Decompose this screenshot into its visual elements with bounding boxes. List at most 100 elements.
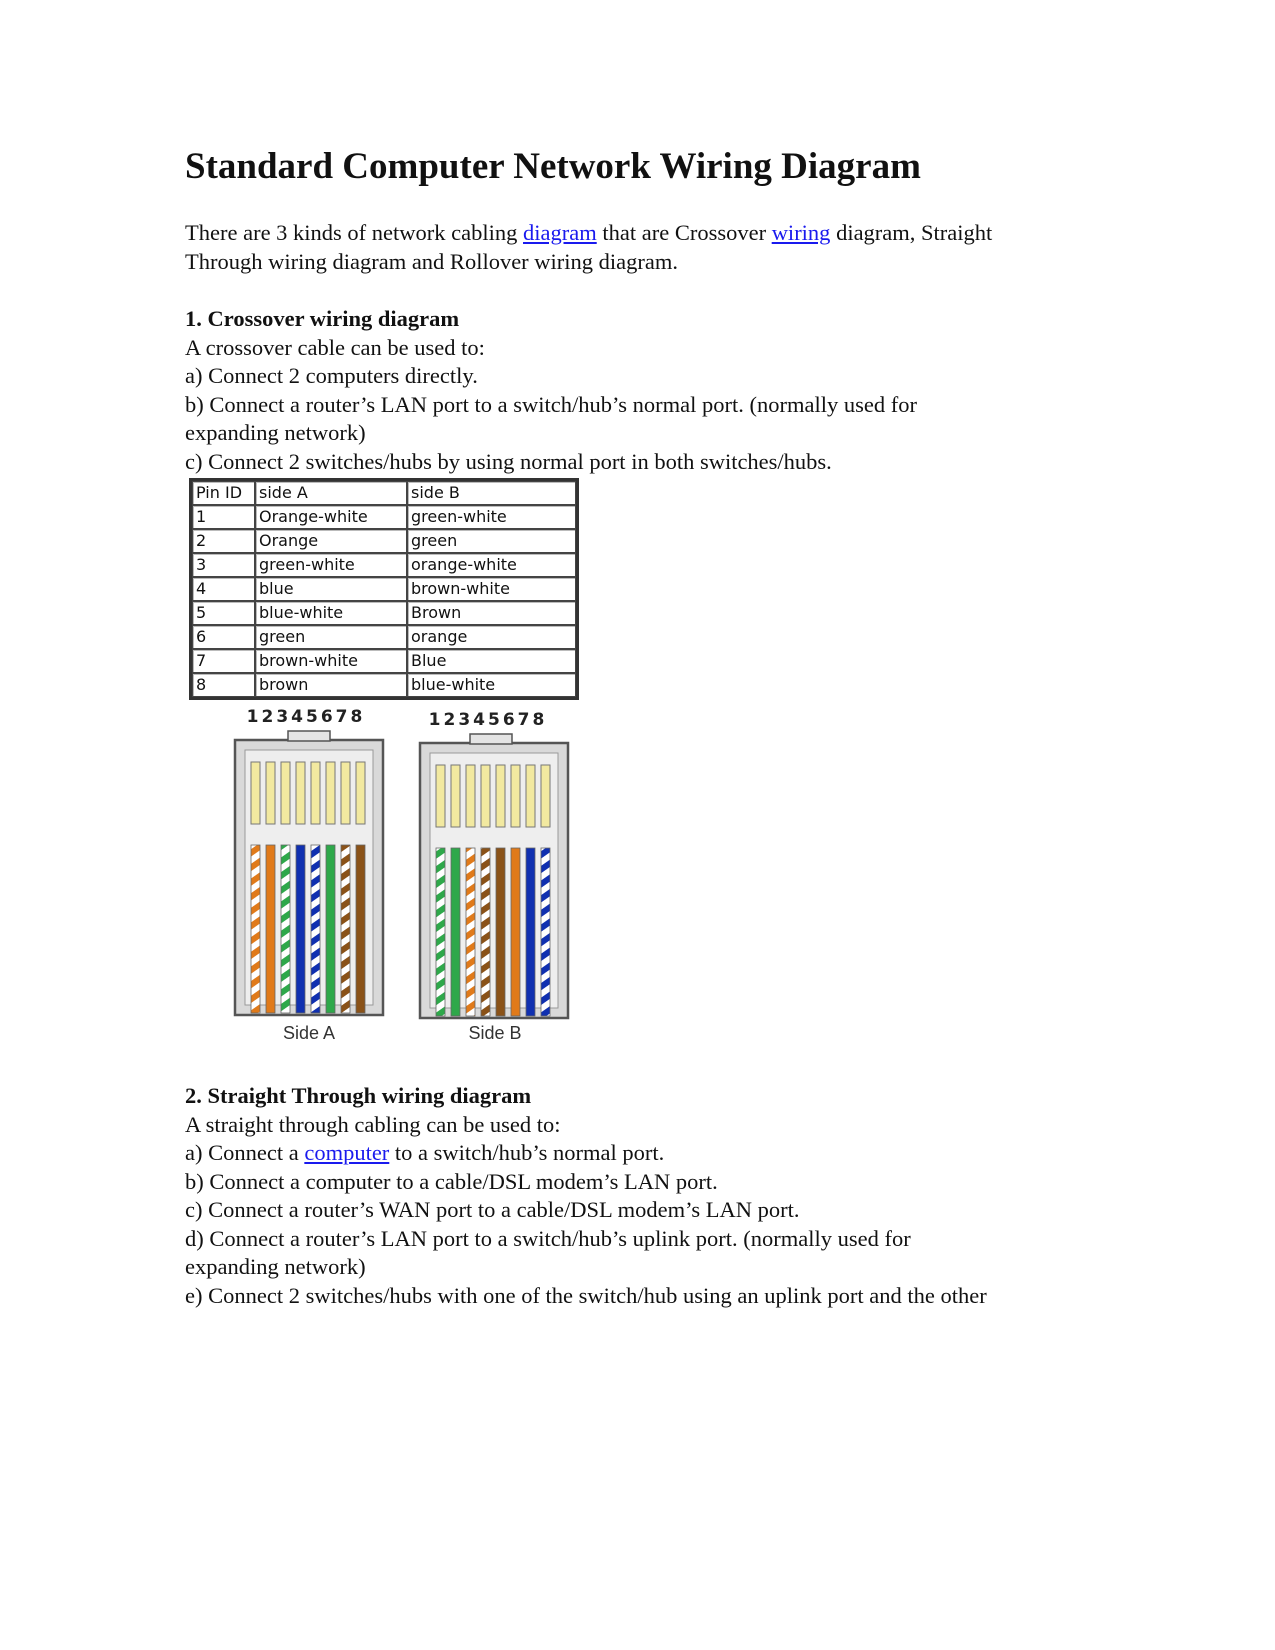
wire-green-white [280,844,291,1014]
straight-through-section: 2. Straight Through wiring diagram A str… [185,1082,1105,1310]
wire-brown [495,847,506,1017]
wire-blue [295,844,306,1014]
table-cell: 4 [192,577,255,601]
crossover-item: c) Connect 2 switches/hubs by using norm… [185,448,832,474]
table-cell: Brown [407,601,576,625]
contact-pin [525,764,536,828]
rj45-connector-figure: 12345678 12345678 Side A Side B [185,705,575,1050]
table-cell: 3 [192,553,255,577]
table-cell: brown-white [255,649,407,673]
diagram-link[interactable]: diagram [523,220,597,245]
wire-green [450,847,461,1017]
table-cell: 2 [192,529,255,553]
straight-item-text: a) Connect a [185,1140,305,1165]
table-header-cell: side A [255,481,407,505]
contact-pin [465,764,476,828]
table-row: 4 blue brown-white [192,577,576,601]
contact-pin [295,761,306,825]
wire-green-white [435,847,446,1017]
table-cell: green-white [407,505,576,529]
crossover-item: b) Connect a router’s LAN port to a swit… [185,391,917,417]
table-cell: Blue [407,649,576,673]
table-cell: blue [255,577,407,601]
contact-pin [355,761,366,825]
table-header-cell: Pin ID [192,481,255,505]
straight-heading: 2. Straight Through wiring diagram [185,1083,532,1108]
table-cell: green [255,625,407,649]
table-cell: brown [255,673,407,697]
contact-pin [510,764,521,828]
table-row: 3 green-white orange-white [192,553,576,577]
crossover-heading: 1. Crossover wiring diagram [185,306,460,331]
table-header-cell: side B [407,481,576,505]
wire-blue-white [310,844,321,1014]
table-cell: green-white [255,553,407,577]
straight-item: d) Connect a router’s LAN port to a swit… [185,1225,911,1251]
table-cell: green [407,529,576,553]
computer-link[interactable]: computer [304,1140,390,1165]
crossover-section: 1. Crossover wiring diagram A crossover … [185,305,1105,476]
side-b-label: Side B [468,1023,521,1043]
contact-pin [250,761,261,825]
contact-pin [480,764,491,828]
straight-item: b) Connect a computer to a cable/DSL mod… [185,1168,718,1194]
wire-orange-white [250,844,261,1014]
contact-pin [310,761,321,825]
contact-pin [340,761,351,825]
table-row: 7 brown-white Blue [192,649,576,673]
straight-item-text: to a switch/hub’s normal port. [389,1140,665,1165]
wire-blue-white [540,847,551,1017]
contact-pin [325,761,336,825]
table-row: 8 brown blue-white [192,673,576,697]
crossover-lead: A crossover cable can be used to: [185,334,485,360]
table-cell: Orange-white [255,505,407,529]
side-b-pin-numbers: 12345678 [429,710,548,730]
table-cell: blue-white [255,601,407,625]
table-row: 5 blue-white Brown [192,601,576,625]
rj45-connector-diagram: 12345678 12345678 Side A Side B [233,707,570,1043]
table-cell: 5 [192,601,255,625]
contact-pin [435,764,446,828]
wire-brown [355,844,366,1014]
intro-line-1: There are 3 kinds of network cabling dia… [185,219,1105,248]
contact-pin [450,764,461,828]
table-header-row: Pin ID side A side B [192,481,576,505]
side-a-connector [233,730,385,1017]
contact-pin [540,764,551,828]
wire-brown-white [340,844,351,1014]
straight-item: c) Connect a router’s WAN port to a cabl… [185,1197,800,1222]
wire-brown-white [480,847,491,1017]
side-a-pin-numbers: 12345678 [247,707,366,727]
wire-blue [525,847,536,1017]
table-cell: 1 [192,505,255,529]
intro-line-2: Through wiring diagram and Rollover wiri… [185,248,679,274]
table-cell: orange-white [407,553,576,577]
intro-paragraph: There are 3 kinds of network cabling dia… [185,219,1105,276]
table-cell: 6 [192,625,255,649]
wire-green [325,844,336,1014]
table-row: 1 Orange-white green-white [192,505,576,529]
straight-item: expanding network) [185,1254,366,1279]
table-cell: blue-white [407,673,576,697]
contact-pin [495,764,506,828]
side-b-connector [418,733,570,1020]
table-cell: brown-white [407,577,576,601]
intro-text: that are Crossover [596,220,772,245]
page-title: Standard Computer Network Wiring Diagram [185,146,921,187]
crossover-pin-table: Pin ID side A side B 1 Orange-white gree… [189,478,579,700]
straight-lead: A straight through cabling can be used t… [185,1111,561,1137]
intro-text: There are 3 kinds of network cabling [185,220,524,245]
straight-item: e) Connect 2 switches/hubs with one of t… [185,1282,987,1308]
crossover-item: a) Connect 2 computers directly. [185,363,478,388]
table-cell: 8 [192,673,255,697]
table-cell: orange [407,625,576,649]
wiring-link[interactable]: wiring [771,220,831,245]
wire-orange-white [465,847,476,1017]
crossover-item: expanding network) [185,420,366,445]
table-row: 2 Orange green [192,529,576,553]
side-a-label: Side A [283,1023,335,1043]
table-row: 6 green orange [192,625,576,649]
table-cell: Orange [255,529,407,553]
wire-orange [265,844,276,1014]
wire-orange [510,847,521,1017]
